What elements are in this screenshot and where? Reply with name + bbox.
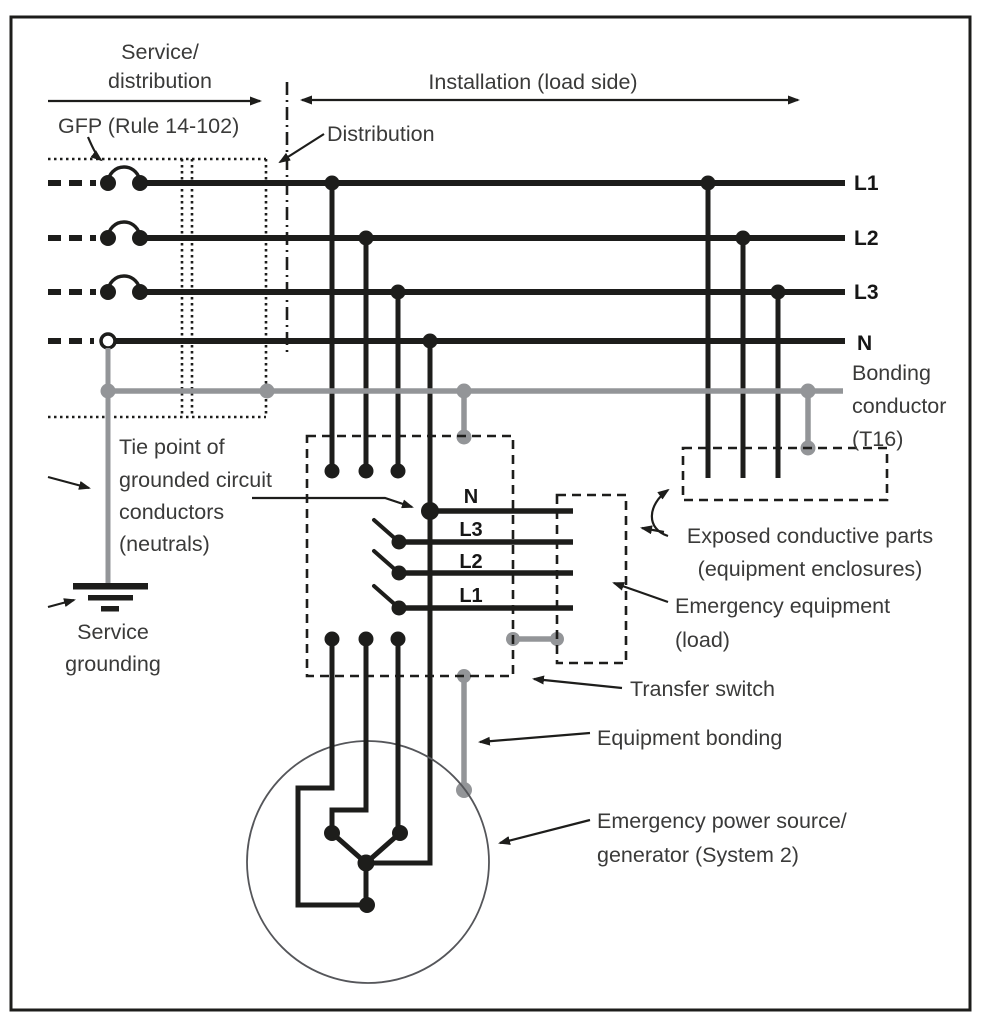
junction-dot — [132, 284, 148, 300]
tie-point-leader-arrow — [252, 496, 414, 509]
junction-dot — [100, 284, 116, 300]
emergency-equipment-label-line2: (load) — [675, 628, 730, 652]
junction-dot — [132, 175, 148, 191]
neutral-label: N — [857, 332, 872, 355]
generator-winding-l2-path — [329, 639, 369, 833]
distribution-leader-arrow — [278, 133, 325, 164]
generator-winding-l1-path — [295, 639, 367, 908]
service-distribution-enclosure — [48, 157, 268, 419]
service-grounding-label-line2: grounding — [65, 652, 161, 676]
junction-dot — [324, 175, 340, 191]
region-arrows — [48, 82, 800, 357]
l2-label: L2 — [854, 227, 879, 250]
generator-star-point-dot — [357, 854, 375, 872]
junction-dot — [770, 284, 786, 300]
junction-dot — [735, 230, 751, 246]
bond-junction-dot — [800, 383, 816, 399]
switch-l2-label: L2 — [459, 551, 482, 573]
generator-assembly — [246, 639, 490, 984]
bonding-conductor-network — [100, 348, 843, 798]
emergency-equipment-label-line1: Emergency equipment — [675, 594, 890, 618]
bonding-label-line3: (T16) — [852, 427, 903, 451]
emergency-power-label-line2: generator (System 2) — [597, 843, 799, 867]
bonding-label-line2: conductor — [852, 394, 946, 418]
emergency-equipment-enclosure — [555, 493, 628, 665]
junction-dot — [358, 230, 374, 246]
exposed-parts-arrow-upper — [650, 488, 670, 538]
diagram-border — [9, 15, 972, 1012]
switch-top-contact — [390, 463, 406, 479]
gfp-label: GFP (Rule 14-102) — [58, 114, 239, 138]
installation-region-label: Installation (load side) — [428, 70, 637, 94]
tie-point-label-line1: Tie point of — [119, 435, 225, 459]
tie-point-label-line3: conductors — [119, 500, 224, 524]
exposed-parts-label-line1: Exposed conductive parts — [687, 524, 933, 548]
leader-arrows — [47, 133, 670, 845]
transfer-switch-label: Transfer switch — [630, 677, 775, 701]
bond-junction-dot — [456, 383, 472, 399]
junction-dot — [422, 333, 438, 349]
l1-label: L1 — [854, 172, 879, 195]
switch-l3-label: L3 — [459, 519, 482, 541]
transfer-switch-assembly: N L3 L2 L1 — [305, 434, 573, 678]
junction-dot — [100, 230, 116, 246]
transfer-switch-arrow — [532, 675, 623, 690]
l3-label: L3 — [854, 281, 879, 304]
generator-node-dot — [392, 825, 408, 841]
service-grounding-label-line1: Service — [77, 620, 149, 644]
service-region-label-line1: Service/ — [121, 40, 199, 64]
service-region-label-line2: distribution — [108, 69, 212, 93]
switch-l1-label: L1 — [459, 585, 482, 607]
junction-dot — [390, 284, 406, 300]
service-grounding-arrow — [47, 598, 76, 609]
ground-symbol — [73, 583, 148, 612]
switch-pivot-dot — [391, 534, 407, 550]
bond-junction-dot — [100, 383, 116, 399]
distribution-label: Distribution — [327, 122, 435, 146]
neutral-tie-point-dot — [421, 502, 439, 520]
exposed-parts-enclosure — [681, 446, 889, 502]
generator-node-dot — [324, 825, 340, 841]
equipment-bonding-arrow — [478, 731, 591, 746]
exposed-parts-arrow-left — [640, 525, 665, 535]
switch-feeder-drops — [324, 175, 438, 866]
switch-top-contact — [324, 463, 340, 479]
gfp-leader-arrow — [86, 136, 103, 162]
generator-node-dot — [359, 897, 375, 913]
switch-pivot-dot — [391, 600, 407, 616]
junction-dot — [100, 175, 116, 191]
transfer-switch-enclosure — [305, 434, 515, 678]
tie-point-label-line4: (neutrals) — [119, 532, 210, 556]
switch-pivot-dot — [391, 565, 407, 581]
emergency-power-label-line1: Emergency power source/ — [597, 809, 847, 833]
junction-dot — [132, 230, 148, 246]
tie-point-label-line2: grounded circuit — [119, 468, 272, 492]
emergency-equipment-arrow — [612, 581, 669, 604]
diagram-labels: Service/ distribution Installation (load… — [58, 40, 946, 867]
exposed-parts-label-line2: (equipment enclosures) — [698, 557, 923, 581]
equipment-bonding-label: Equipment bonding — [597, 726, 782, 750]
switch-top-contact — [358, 463, 374, 479]
neutral-open-terminal — [99, 332, 117, 350]
bonding-label-line1: Bonding — [852, 361, 931, 385]
switch-neutral-label: N — [464, 486, 478, 508]
emergency-power-arrow — [498, 818, 591, 845]
grounding-conductor-arrow — [47, 475, 91, 490]
bond-junction-dot — [259, 383, 275, 399]
junction-dot — [700, 175, 716, 191]
exposed-parts-drops — [700, 175, 786, 478]
phase-buses — [48, 165, 845, 350]
